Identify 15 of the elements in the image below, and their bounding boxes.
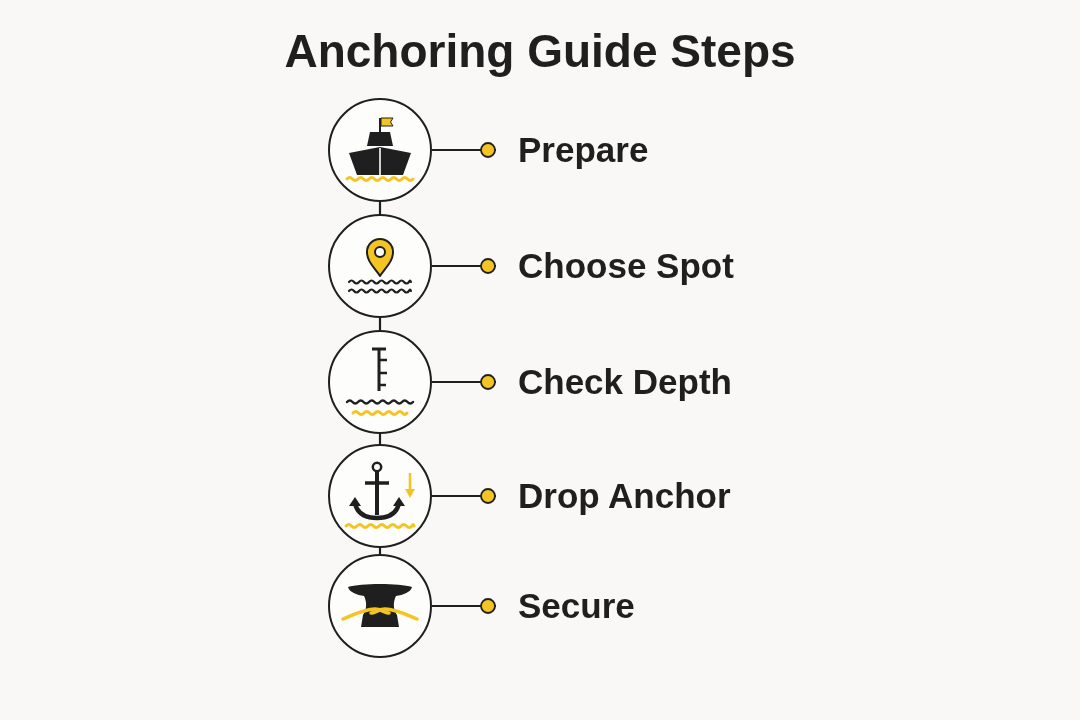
connector-line xyxy=(378,548,382,554)
dot-connector xyxy=(432,598,496,614)
step-label: Choose Spot xyxy=(496,245,734,287)
dot-connector xyxy=(432,142,496,158)
dot-connector xyxy=(432,258,496,274)
step-label: Check Depth xyxy=(496,361,732,403)
dot-connector xyxy=(432,488,496,504)
step-label: Secure xyxy=(496,585,635,627)
step-label: Prepare xyxy=(496,129,649,171)
connector-line xyxy=(378,318,382,330)
connector-line xyxy=(378,434,382,444)
diagram-title: Anchoring Guide Steps xyxy=(284,26,796,77)
step-label: Drop Anchor xyxy=(496,475,731,517)
dot-connector xyxy=(432,374,496,390)
connector-line xyxy=(378,202,382,214)
